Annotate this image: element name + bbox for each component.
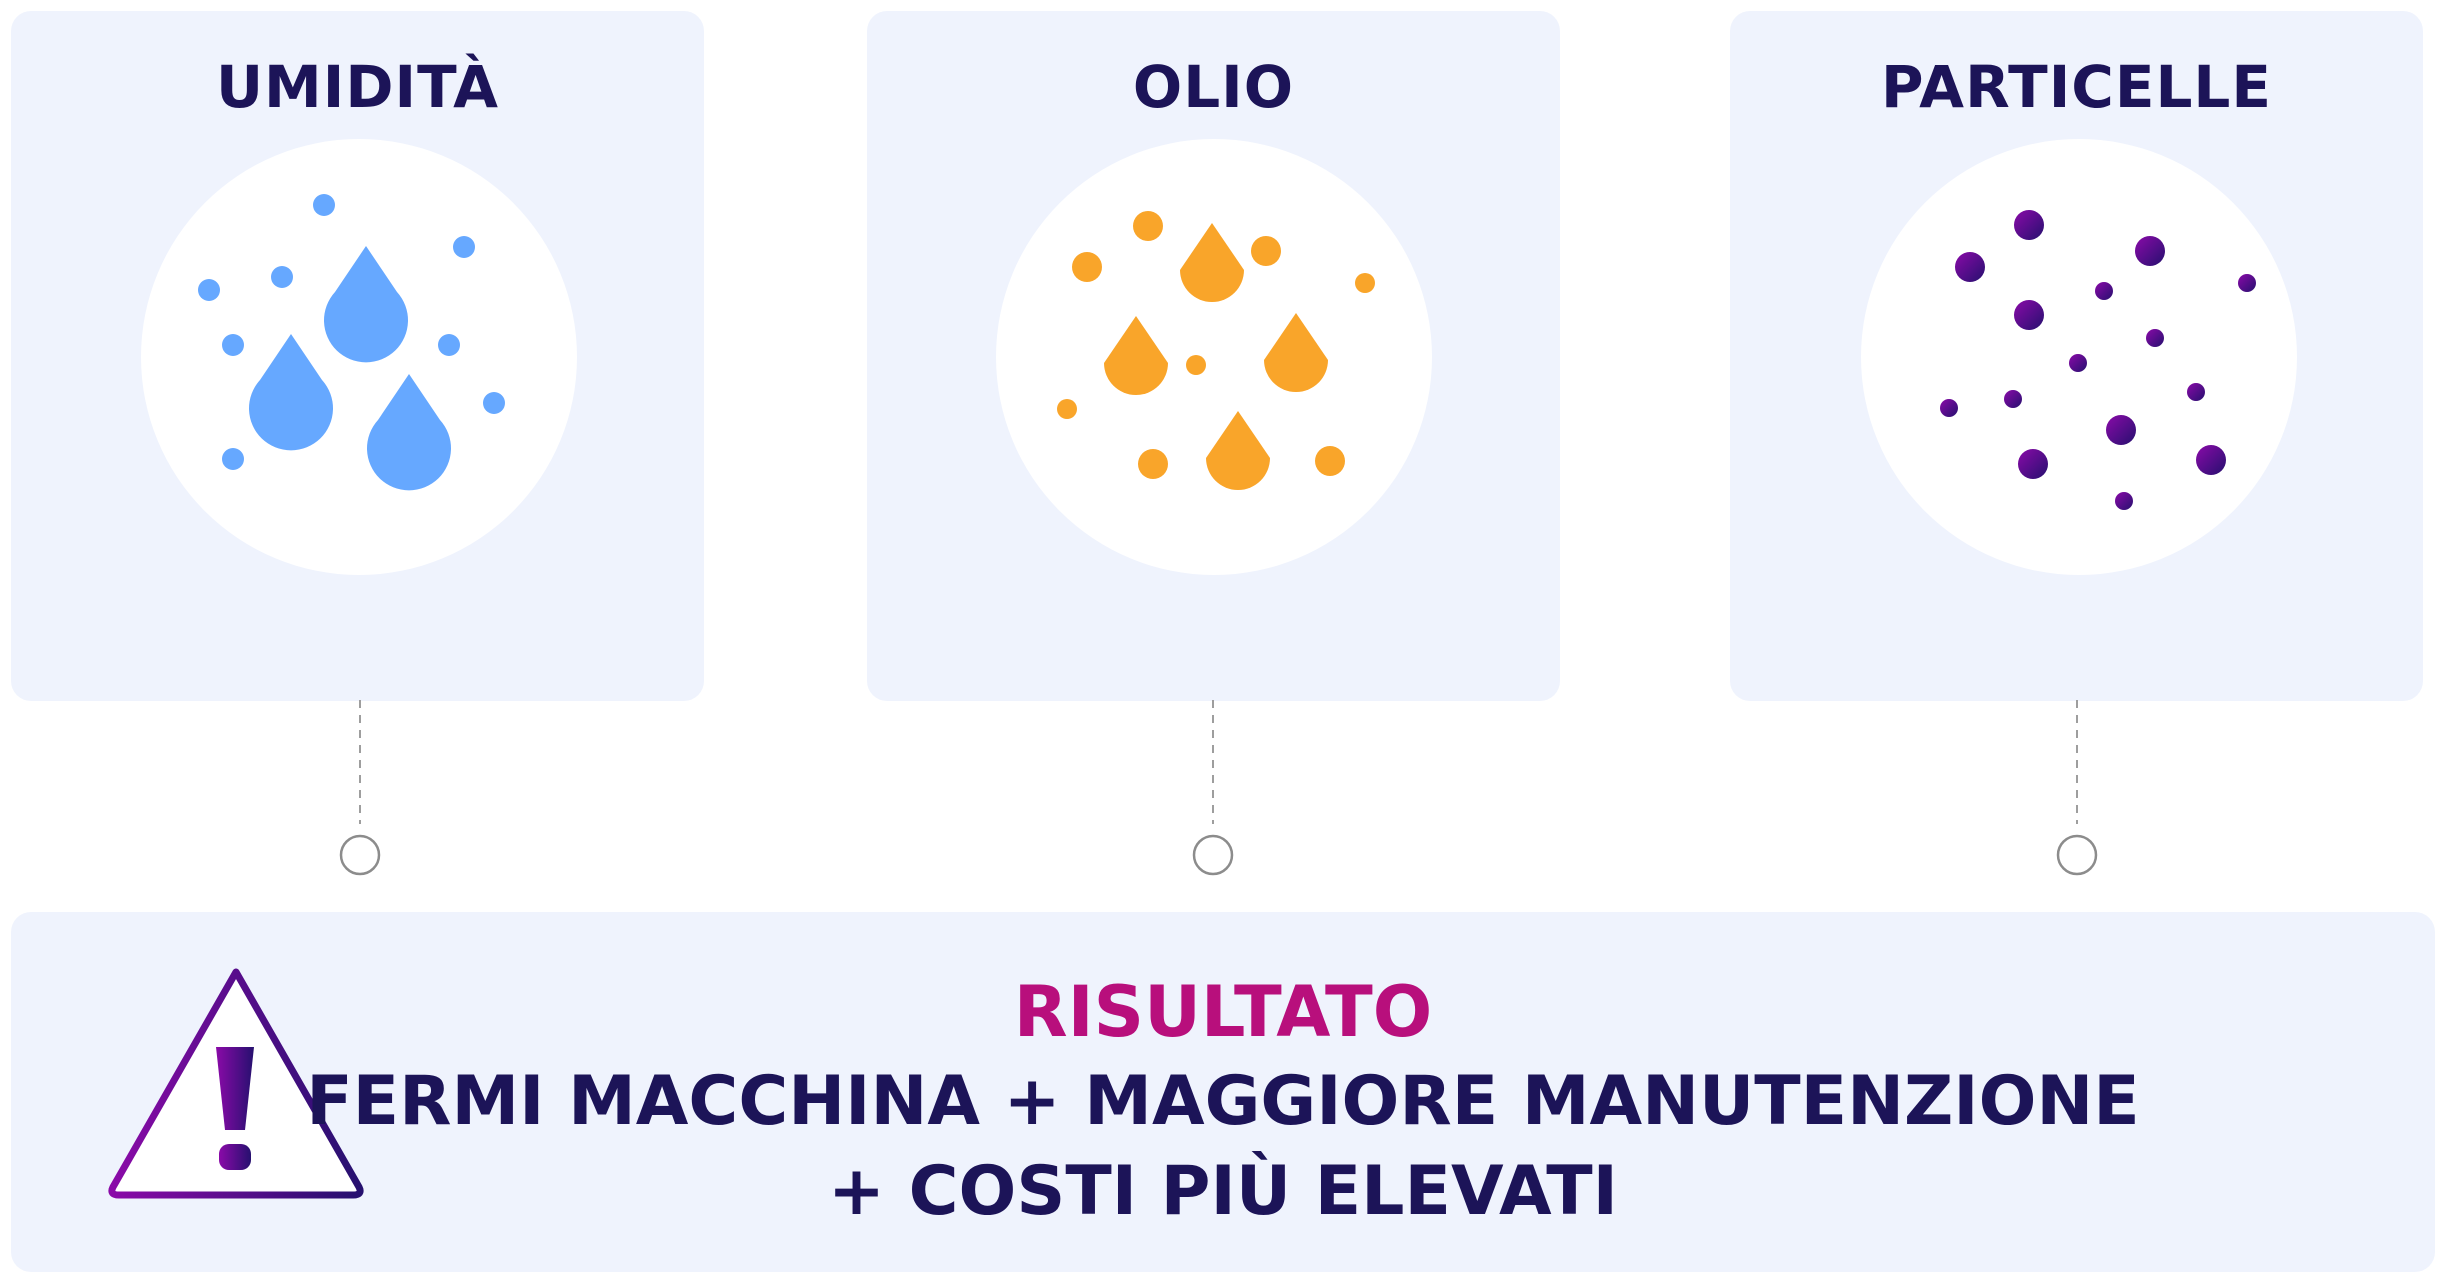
card-umidita: UMIDITÀ bbox=[11, 11, 704, 701]
water-drops-icon bbox=[141, 139, 577, 575]
card-olio: OLIO bbox=[867, 11, 1560, 701]
result-label: RISULTATO bbox=[1013, 971, 1433, 1053]
connector-particelle bbox=[2056, 700, 2098, 876]
warning-triangle-icon bbox=[108, 968, 364, 1199]
result-line-1: FERMI MACCHINA + MAGGIORE MANUTENZIONE bbox=[306, 1062, 2140, 1141]
connector-olio bbox=[1192, 700, 1234, 876]
card-title: UMIDITÀ bbox=[215, 53, 500, 121]
card-title: PARTICELLE bbox=[1881, 53, 2272, 121]
connector-umidita bbox=[339, 700, 381, 876]
oil-drops-icon bbox=[996, 139, 1432, 575]
particles-icon bbox=[1861, 139, 2297, 575]
result-panel: RISULTATO FERMI MACCHINA + MAGGIORE MANU… bbox=[11, 912, 2435, 1272]
card-particelle: PARTICELLE bbox=[1730, 11, 2423, 701]
card-title: OLIO bbox=[1132, 53, 1295, 121]
result-line-2: + COSTI PIÙ ELEVATI bbox=[827, 1152, 1618, 1231]
